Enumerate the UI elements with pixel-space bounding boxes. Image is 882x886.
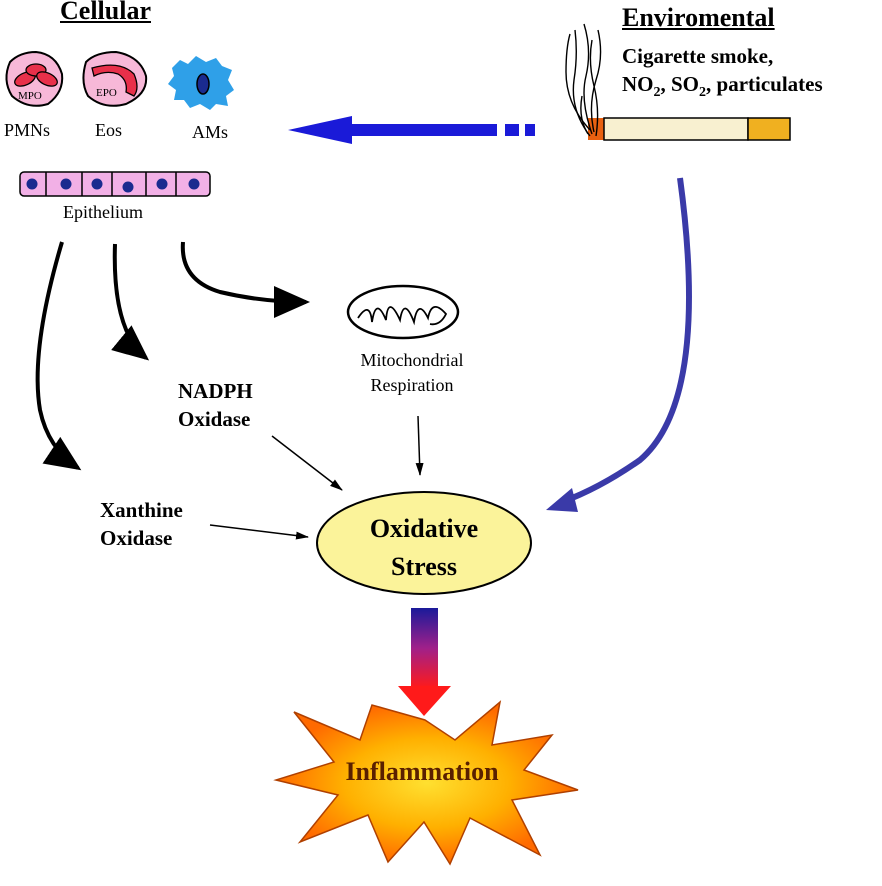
mitochondrion-icon [346, 284, 460, 340]
nadph-oxidase-label: NADPH Oxidase [178, 379, 253, 431]
arrow-to-xanthine [35, 241, 82, 471]
environmental-heading: Enviromental [622, 3, 775, 32]
pmns-label: PMNs [4, 120, 51, 140]
arrow-to-nadph [111, 243, 150, 361]
smoke-icon [565, 23, 602, 137]
environmental-sources-line1: Cigarette smoke, [622, 44, 774, 68]
oxidative-stress-label: Oxidative Stress [369, 514, 479, 581]
inflammation-starburst [273, 700, 579, 866]
environment-to-stress-arrow [546, 177, 692, 512]
inflammation-label: Inflammation [345, 757, 499, 786]
eos-label: Eos [95, 120, 122, 140]
ams-label: AMs [192, 122, 229, 142]
mitochondrial-respiration-label: Mitochondrial Respiration [360, 350, 464, 395]
arrow-mito-to-stress [415, 415, 424, 476]
arrow-xanthine-to-stress [209, 524, 309, 540]
arrow-nadph-to-stress [271, 435, 343, 491]
epithelium-arrows [35, 241, 310, 471]
epithelium-label: Epithelium [63, 202, 143, 222]
epithelium-icon [19, 171, 211, 197]
eos-cell-icon [82, 50, 148, 107]
am-cell-icon [168, 56, 234, 110]
epo-label: EPO [96, 87, 117, 99]
cigarette-icon [588, 117, 791, 141]
xanthine-oxidase-label: Xanthine Oxidase [100, 498, 183, 550]
environmental-sources-line2: NO2, SO2, particulates [622, 72, 823, 101]
oxidative-stress-ellipse [316, 491, 532, 595]
arrow-to-mitochondria [180, 241, 310, 318]
pmn-cell-icon [5, 50, 64, 107]
cellular-heading: Cellular [60, 0, 151, 25]
mpo-label: MPO [18, 90, 42, 102]
stress-to-inflammation-arrow [398, 608, 451, 716]
environment-to-cellular-arrow [288, 116, 535, 144]
stress-input-arrows [209, 415, 424, 540]
